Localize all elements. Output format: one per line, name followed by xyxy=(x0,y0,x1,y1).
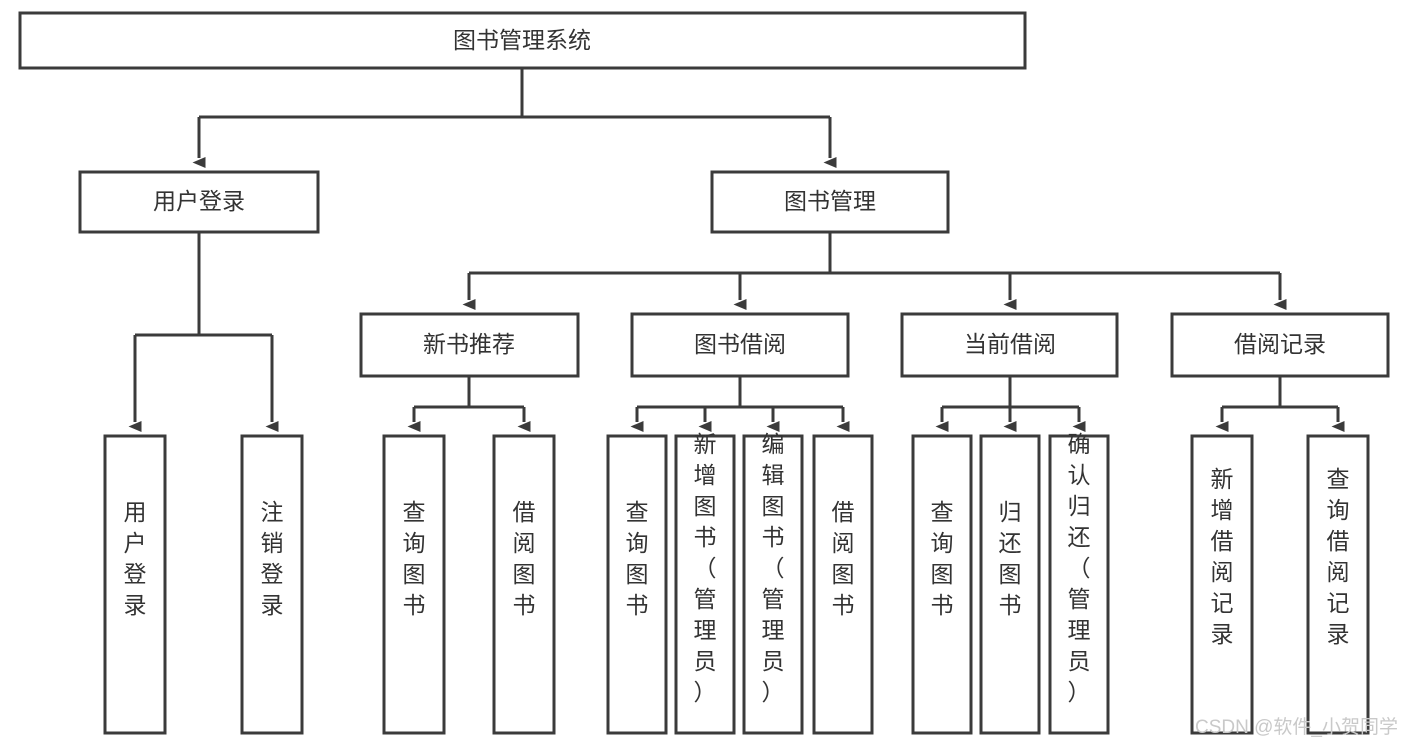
leaf-bookborrow-add-box[interactable] xyxy=(674,434,736,735)
node-current-borrow[interactable]: 当前借阅 xyxy=(900,312,1119,378)
node-user-login-box[interactable] xyxy=(78,170,320,234)
leaf-currentborrow-confirm-box[interactable] xyxy=(1048,434,1110,735)
leaf-node[interactable]: 借阅图书 xyxy=(812,434,874,735)
leaf-newbook-borrow-box[interactable] xyxy=(492,434,556,735)
node-book-borrow-box[interactable] xyxy=(630,312,850,378)
leaf-currentborrow-confirm-label: 确认归还（管理员） xyxy=(1068,431,1091,705)
leaf-node[interactable]: 用户登录 xyxy=(103,434,167,735)
leaf-logout-label: 注销登录 xyxy=(261,499,284,618)
leaf-node[interactable]: 查询图书 xyxy=(911,434,973,735)
leaf-node[interactable]: 编辑图书（管理员） xyxy=(742,431,804,735)
node-root-box[interactable] xyxy=(18,11,1027,70)
leaf-user-login-label: 用户登录 xyxy=(124,499,147,618)
leaf-logout-box[interactable] xyxy=(240,434,304,735)
node-new-book-box[interactable] xyxy=(359,312,580,378)
node-current-borrow-label: 当前借阅 xyxy=(964,331,1056,357)
leaf-node[interactable]: 注销登录 xyxy=(240,434,304,735)
csdn-watermark: CSDN @软件_小贺同学 xyxy=(1195,716,1398,738)
connector-layer xyxy=(128,68,1345,432)
leaf-node[interactable]: 借阅图书 xyxy=(492,434,556,735)
node-user-login[interactable]: 用户登录 xyxy=(78,170,320,234)
node-borrow-record-label: 借阅记录 xyxy=(1234,331,1326,357)
node-root-label: 图书管理系统 xyxy=(453,27,591,53)
leaf-newbook-borrow-label: 借阅图书 xyxy=(513,499,536,618)
node-new-book-label: 新书推荐 xyxy=(423,331,515,357)
leaf-currentborrow-query-label: 查询图书 xyxy=(931,499,954,618)
leaf-node[interactable]: 查询图书 xyxy=(382,434,446,735)
leaf-newbook-query-box[interactable] xyxy=(382,434,446,735)
leaf-node[interactable]: 新增图书（管理员） xyxy=(674,431,736,735)
leaf-record-add-label: 新增借阅记录 xyxy=(1211,466,1234,647)
node-book-manage-label: 图书管理 xyxy=(784,188,876,214)
leaf-user-login-box[interactable] xyxy=(103,434,167,735)
leaf-node[interactable]: 归还图书 xyxy=(979,434,1041,735)
node-borrow-record[interactable]: 借阅记录 xyxy=(1170,312,1390,378)
leaf-node[interactable]: 新增借阅记录 xyxy=(1190,434,1254,735)
leaf-bookborrow-borrow-box[interactable] xyxy=(812,434,874,735)
leaf-bookborrow-query-label: 查询图书 xyxy=(626,499,649,618)
node-book-borrow-label: 图书借阅 xyxy=(694,331,786,357)
leaf-record-add-box[interactable] xyxy=(1190,434,1254,735)
leaf-currentborrow-query-box[interactable] xyxy=(911,434,973,735)
node-borrow-record-box[interactable] xyxy=(1170,312,1390,378)
leaf-node[interactable]: 查询图书 xyxy=(606,434,668,735)
node-book-borrow[interactable]: 图书借阅 xyxy=(630,312,850,378)
leaf-node[interactable]: 查询借阅记录 xyxy=(1306,434,1370,735)
node-user-login-label: 用户登录 xyxy=(153,188,245,214)
leaf-record-query-label: 查询借阅记录 xyxy=(1327,466,1350,647)
leaf-bookborrow-query-box[interactable] xyxy=(606,434,668,735)
leaf-currentborrow-return-label: 归还图书 xyxy=(999,499,1022,618)
node-root[interactable]: 图书管理系统 xyxy=(18,11,1027,70)
leaf-node[interactable]: 确认归还（管理员） xyxy=(1048,431,1110,735)
leaf-bookborrow-add-label: 新增图书（管理员） xyxy=(694,431,717,705)
node-new-book[interactable]: 新书推荐 xyxy=(359,312,580,378)
node-current-borrow-box[interactable] xyxy=(900,312,1119,378)
leaf-newbook-query-label: 查询图书 xyxy=(403,499,426,618)
leaf-currentborrow-return-box[interactable] xyxy=(979,434,1041,735)
node-book-manage-box[interactable] xyxy=(710,170,950,234)
leaf-bookborrow-edit-label: 编辑图书（管理员） xyxy=(762,431,785,705)
leaf-bookborrow-edit-box[interactable] xyxy=(742,434,804,735)
leaf-bookborrow-borrow-label: 借阅图书 xyxy=(832,499,855,618)
leaf-record-query-box[interactable] xyxy=(1306,434,1370,735)
node-book-manage[interactable]: 图书管理 xyxy=(710,170,950,234)
